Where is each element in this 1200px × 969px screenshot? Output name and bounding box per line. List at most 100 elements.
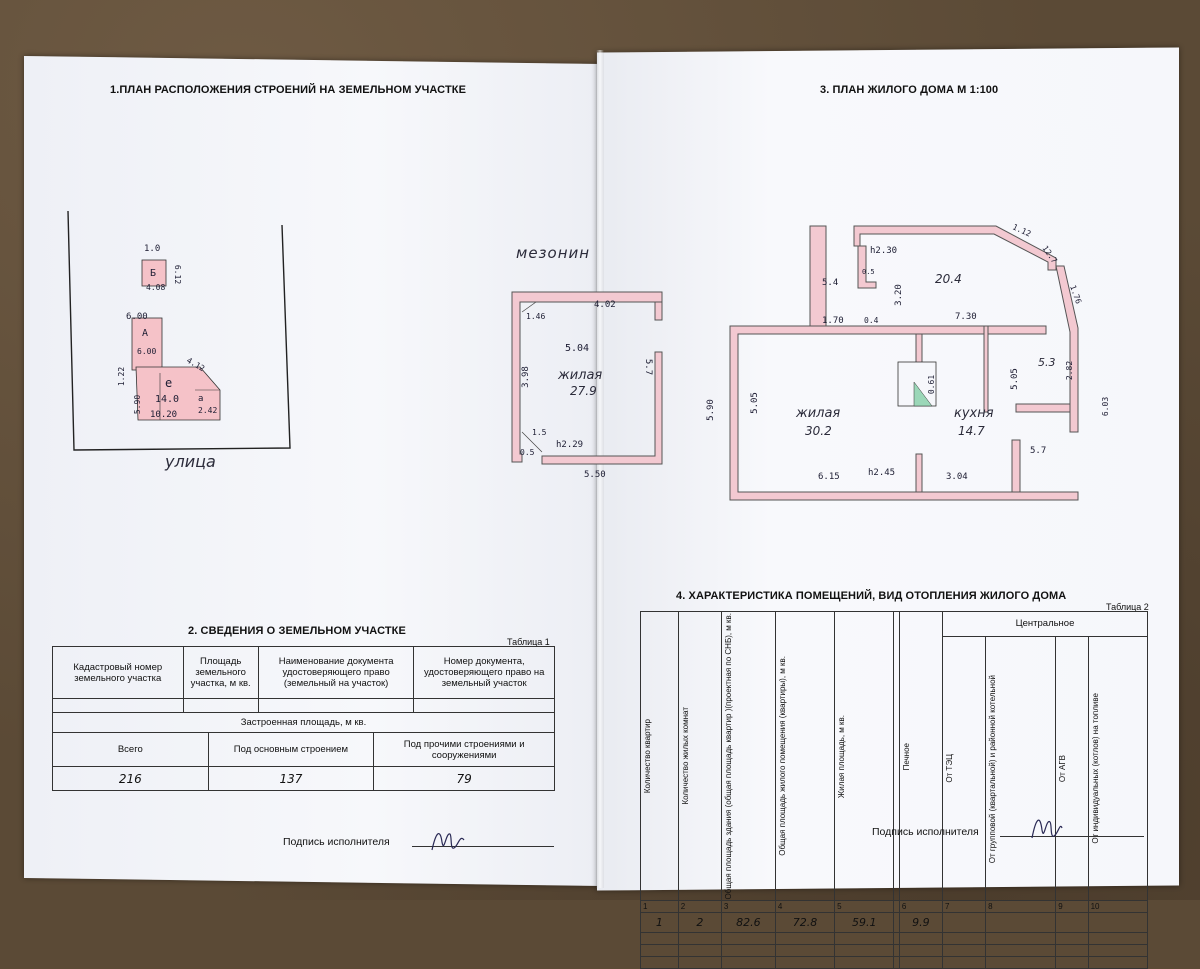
- table-cell: [52, 698, 184, 713]
- table-number: 2: [677, 900, 722, 914]
- table-cell: [898, 944, 943, 958]
- table-group-header: Центральное: [941, 611, 1149, 637]
- table-header: Застроенная площадь, м кв.: [52, 712, 555, 733]
- table-cell: [182, 698, 259, 713]
- building-letter: А: [142, 328, 149, 339]
- mezzanine-plan: [511, 291, 663, 465]
- table-header: Жилая площадь, м кв.: [834, 610, 895, 902]
- dim-label: 6.00: [137, 347, 157, 356]
- table-cell: [941, 956, 987, 969]
- section3-title: 3. ПЛАН ЖИЛОГО ДОМА М 1:100: [820, 84, 999, 96]
- table-number: 4: [774, 900, 836, 914]
- table-number: 9: [1055, 900, 1089, 914]
- table-cell: 1: [640, 912, 679, 934]
- dim-label: 5.90: [133, 394, 143, 415]
- signature-mark: [1031, 819, 1063, 839]
- building-letter: Б: [150, 268, 157, 279]
- table-cell: [774, 932, 836, 946]
- signature-label: Подпись исполнителя: [872, 826, 979, 838]
- table-cell: [720, 932, 776, 946]
- table-cell: [677, 932, 722, 946]
- table1-caption: Таблица 1: [507, 637, 550, 647]
- dim-label: 5.90: [705, 399, 716, 421]
- mezzanine-title: мезонин: [516, 244, 591, 262]
- table-cell: [834, 932, 895, 946]
- street-label: улица: [165, 452, 216, 471]
- table-cell: [985, 956, 1057, 969]
- table-cell: [774, 944, 836, 958]
- table-cell: [985, 944, 1057, 958]
- table-number: 7: [941, 900, 987, 914]
- table-cell: [898, 956, 943, 969]
- table-cell: [834, 944, 895, 958]
- dim-label: 1.46: [526, 312, 546, 321]
- dim-label: 5.05: [749, 392, 760, 414]
- table-cell: 9.9: [898, 912, 943, 934]
- section2-title: 2. СВЕДЕНИЯ О ЗЕМЕЛЬНОМ УЧАСТКЕ: [188, 625, 406, 637]
- building-letter: е: [165, 376, 173, 390]
- dim-label: 6.15: [818, 472, 840, 482]
- dim-label: 3.20: [893, 284, 904, 306]
- table-cell: 72.8: [774, 912, 836, 934]
- table-cell: [834, 956, 895, 969]
- house-plan: [729, 225, 1079, 501]
- table-cell: 59.1: [834, 912, 895, 934]
- room-area: 30.2: [805, 424, 832, 438]
- dim-label: 6.12: [173, 264, 183, 285]
- room-area: 14.7: [958, 424, 985, 438]
- table-header: От АГВ: [1055, 635, 1089, 902]
- signature-line: [1000, 836, 1144, 837]
- table-cell: [1087, 956, 1149, 969]
- table-header: Под основным строением: [207, 732, 375, 767]
- table-cell: [898, 932, 943, 946]
- table-cell: [640, 956, 679, 969]
- dim-label: 2.42: [198, 406, 218, 415]
- dim-label: 7.30: [955, 312, 977, 322]
- dim-label: 5.7: [1030, 446, 1047, 456]
- dim-label: 4.08: [146, 283, 166, 292]
- signature-line: [412, 846, 554, 847]
- site-plan: [67, 210, 291, 451]
- built-area-table: Застроенная площадь, м кв. Всего Под осн…: [52, 712, 555, 791]
- table-header: Количество квартир: [640, 610, 679, 902]
- table-header: От индивидуальных (котлов) на топливе: [1087, 635, 1149, 902]
- dim-label: 2.82: [1065, 360, 1075, 381]
- section1-title: 1.ПЛАН РАСПОЛОЖЕНИЯ СТРОЕНИЙ НА ЗЕМЕЛЬНО…: [110, 84, 467, 96]
- room-area: 27.9: [570, 384, 597, 398]
- table-cell: [941, 912, 987, 934]
- table-cell: [1055, 944, 1089, 958]
- dim-label: 1.5: [532, 428, 547, 437]
- dim-label: 3.98: [520, 366, 531, 388]
- table-header: Общая площадь здания (общая площадь квар…: [720, 610, 776, 902]
- dim-label: 5.04: [565, 343, 590, 354]
- table-cell: 216: [52, 766, 209, 791]
- table-header: От ТЭЦ: [941, 635, 987, 902]
- table-cell: 79: [373, 766, 555, 791]
- table-cell: [640, 932, 679, 946]
- table-number: 3: [720, 900, 776, 914]
- dim-label: 3.04: [946, 472, 968, 482]
- table-cell: [1055, 932, 1089, 946]
- table-cell: 82.6: [720, 912, 776, 934]
- dim-label: h2.45: [868, 468, 896, 478]
- table-cell: [941, 932, 987, 946]
- building-letter: а: [198, 394, 204, 404]
- table2-caption: Таблица 2: [1106, 602, 1149, 612]
- table-cell: [677, 944, 722, 958]
- table-cell: [1055, 956, 1089, 969]
- table-cell: [1087, 932, 1149, 946]
- room-area: 20.4: [935, 272, 962, 286]
- table-number: 1: [640, 900, 679, 914]
- table-number: 8: [985, 900, 1057, 914]
- table-header: Наименование документа удостоверяющего п…: [257, 646, 415, 699]
- page-fold: [596, 50, 604, 888]
- table-number: 5: [834, 900, 895, 914]
- room-area: 5.3: [1038, 356, 1056, 369]
- dim-label: 6.03: [1101, 396, 1111, 417]
- dim-label: 0.5: [520, 448, 535, 457]
- dim-label: 0.4: [864, 316, 879, 325]
- table-cell: [413, 698, 555, 713]
- table-header: Номер документа, удостоверяющего право н…: [413, 646, 555, 699]
- table-cell: [985, 932, 1057, 946]
- table-cell: [1087, 944, 1149, 958]
